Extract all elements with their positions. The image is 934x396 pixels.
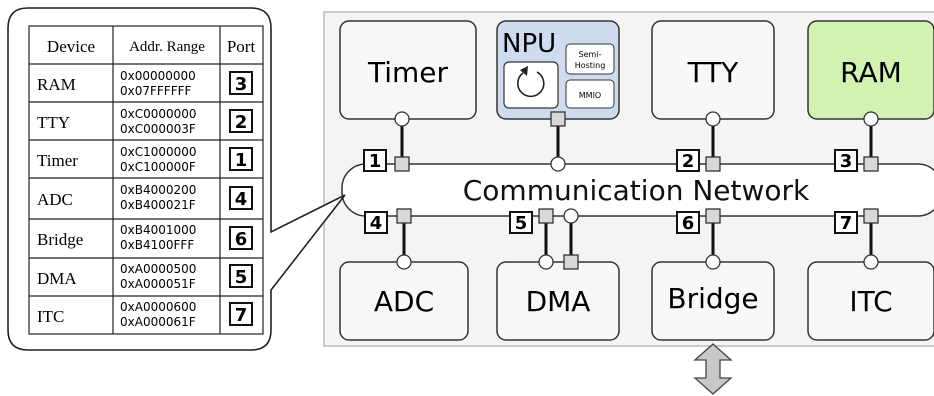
timer-label: Timer (367, 56, 449, 89)
adc-label: ADC (374, 285, 434, 318)
adc-target-port (396, 254, 412, 270)
npu-label: NPU (502, 29, 556, 59)
communication-network (341, 163, 934, 217)
row-addr-end: 0xA000051F (120, 277, 196, 291)
table-row: ADC 0xB4000200 0xB400021F 4 (37, 183, 253, 212)
refresh-icon (516, 66, 545, 98)
table-row: DMA 0xA0000500 0xA000051F 5 (37, 262, 253, 291)
port-number-ram: 3 (840, 151, 853, 172)
itc-bus-port (863, 208, 879, 224)
row-addr-start: 0xA0000500 (120, 262, 196, 276)
row-device: DMA (37, 269, 77, 288)
header-port: Port (227, 37, 256, 56)
row-device: ITC (37, 307, 64, 326)
dma-initiator-port (563, 254, 579, 270)
row-addr-start: 0xB4001000 (120, 223, 196, 237)
npu-initiator-port (550, 111, 566, 127)
tty-target-port (705, 111, 721, 127)
network-label: Communication Network (463, 174, 810, 207)
bridge-target-port (705, 254, 721, 270)
table-row: Timer 0xC1000000 0xC100000F 1 (37, 145, 253, 174)
row-addr-end: 0xC000003F (120, 122, 196, 136)
row-device: TTY (37, 113, 70, 132)
port-number-tty: 2 (682, 151, 695, 172)
table-row: Bridge 0xB4001000 0xB4100FFF 6 (37, 223, 253, 252)
port-number-bottom: 4 5 6 7 (364, 211, 858, 234)
dma-target-port (538, 254, 554, 270)
table-row: ITC 0xA0000600 0xA000061F 7 (37, 300, 253, 329)
processor-core (503, 61, 559, 109)
mmio-block (565, 79, 615, 109)
ram-bus-port (863, 156, 879, 172)
row-addr-start: 0xB4000200 (120, 183, 196, 197)
header-device: Device (47, 37, 95, 56)
dma-network-initiator (563, 208, 579, 224)
row-addr-start: 0xC0000000 (120, 107, 197, 121)
row-port: 3 (235, 74, 248, 95)
timer-target-port (394, 111, 410, 127)
port-number-dma: 5 (515, 213, 528, 234)
dma-device (496, 261, 620, 341)
bottom-wires (402, 216, 873, 262)
header-addr-range: Addr. Range (129, 39, 205, 55)
port-number-adc: 4 (370, 213, 383, 234)
row-device: ADC (37, 190, 73, 209)
dma-bus-port (538, 208, 554, 224)
row-port: 4 (235, 189, 248, 210)
row-device: Bridge (37, 230, 83, 249)
dma-label: DMA (526, 285, 591, 318)
table-row: TTY 0xC0000000 0xC000003F 2 (37, 107, 253, 136)
row-port: 1 (235, 150, 248, 171)
port-number-timer: 1 (369, 151, 382, 172)
row-port: 5 (235, 267, 248, 288)
itc-target-port (863, 254, 879, 270)
ram-target-port (863, 111, 879, 127)
row-addr-end: 0xC100000F (120, 160, 196, 174)
row-port: 2 (235, 112, 248, 133)
row-addr-start: 0xC1000000 (120, 145, 197, 159)
bottom-circle-ports (396, 208, 879, 270)
mmio-label: MMIO (579, 91, 601, 100)
port-number-top: 1 2 3 (363, 149, 858, 172)
adc-bus-port (396, 208, 412, 224)
tty-bus-port (705, 156, 721, 172)
row-addr-end: 0x07FFFFFF (120, 84, 192, 98)
top-initiator-circles (394, 111, 879, 172)
row-port: 6 (235, 229, 248, 250)
row-addr-end: 0xB400021F (120, 198, 196, 212)
tty-label: TTY (687, 56, 740, 89)
ram-label: RAM (840, 56, 902, 89)
row-addr-start: 0xA0000600 (120, 300, 196, 314)
semi-hosting-line1: Semi- (579, 50, 602, 59)
address-table-callout (7, 7, 346, 351)
row-port: 7 (235, 305, 248, 326)
top-square-ports (394, 111, 879, 172)
itc-label: ITC (849, 285, 892, 318)
semi-hosting-line2: Hosting (575, 61, 606, 70)
timer-bus-port (394, 156, 410, 172)
bridge-bus-port (705, 208, 721, 224)
bridge-external-arrow (693, 343, 733, 395)
bridge-label: Bridge (667, 282, 758, 315)
row-device: RAM (37, 75, 76, 94)
row-device: Timer (37, 151, 78, 170)
row-addr-start: 0x00000000 (120, 69, 196, 83)
port-number-bridge: 6 (682, 213, 695, 234)
semi-hosting-block (565, 43, 615, 75)
row-addr-end: 0xA000061F (120, 315, 196, 329)
address-table (28, 25, 264, 335)
bottom-square-ports (396, 208, 879, 270)
row-addr-end: 0xB4100FFF (120, 238, 194, 252)
npu-bus-port (550, 156, 566, 172)
port-number-itc: 7 (840, 213, 853, 234)
table-row: RAM 0x00000000 0x07FFFFFF 3 (37, 69, 253, 98)
